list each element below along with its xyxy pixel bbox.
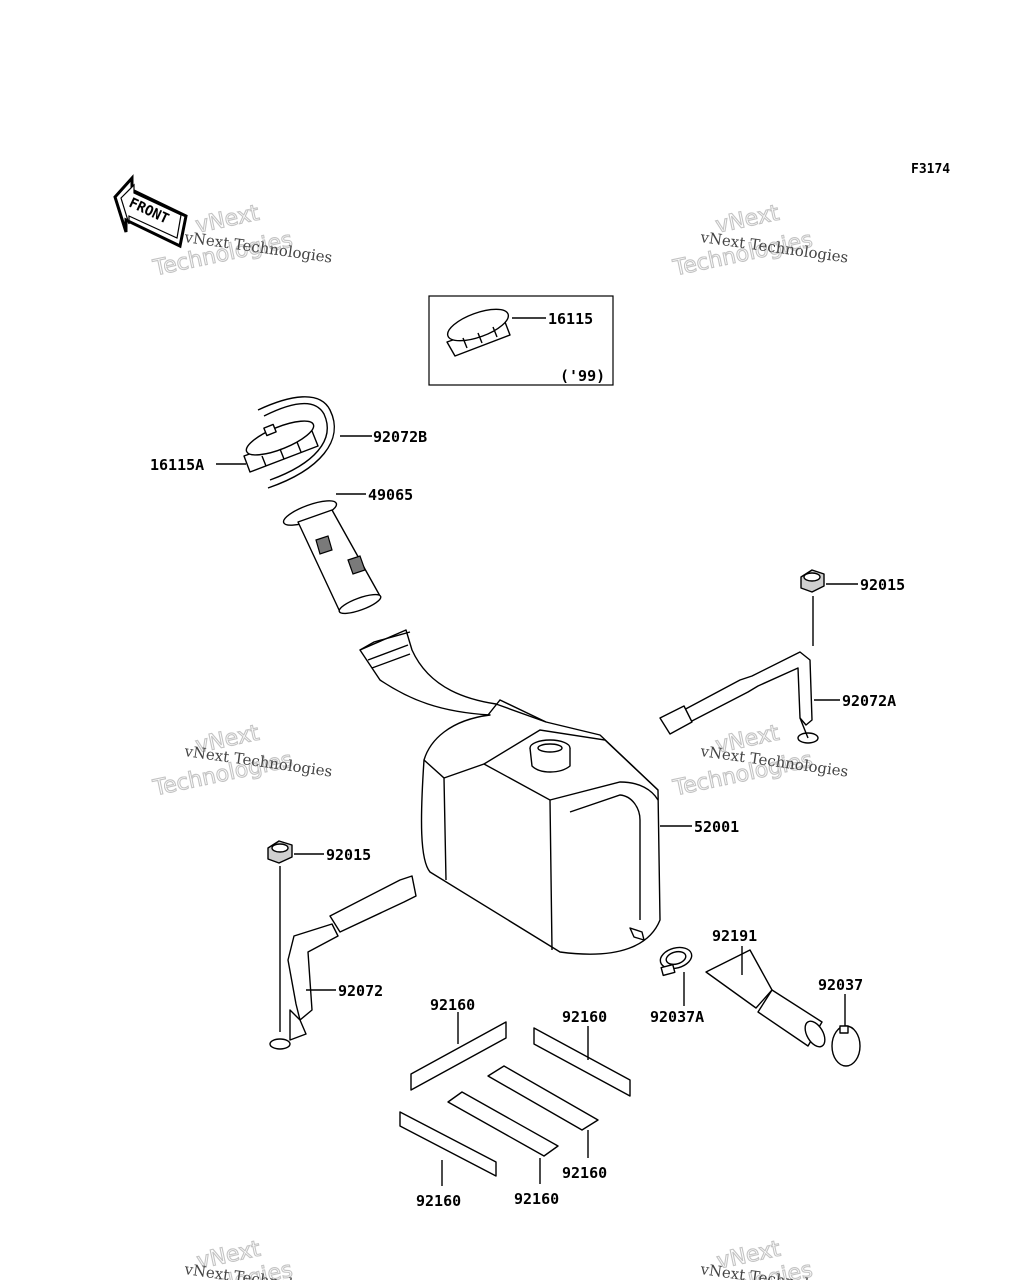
rubber-pad: [533, 1027, 631, 1097]
hose-clamp-small: [659, 946, 693, 977]
part-number-92160-d: 92160: [514, 1190, 559, 1208]
fuel-cap-inset: [446, 308, 511, 357]
inset-box: [428, 295, 614, 386]
nut-right: [800, 569, 825, 593]
rubber-pad: [487, 1065, 599, 1131]
rubber-pad: [447, 1091, 559, 1157]
tank-bracket-left: [269, 875, 417, 1050]
part-number-92037A: 92037A: [650, 1008, 704, 1026]
part-number-92072B: 92072B: [373, 428, 427, 446]
watermark-text: vNext Technologies: [182, 1260, 333, 1280]
part-number-52001: 52001: [694, 818, 739, 836]
part-number-92072A: 92072A: [842, 692, 896, 710]
part-number-92160-b: 92160: [562, 1008, 607, 1026]
cap-tether: [257, 396, 335, 489]
part-number-92160-c: 92160: [562, 1164, 607, 1182]
fuel-cap: [243, 420, 319, 473]
part-number-92015-right: 92015: [860, 576, 905, 594]
part-number-92072: 92072: [338, 982, 383, 1000]
part-number-16115A: 16115A: [150, 456, 204, 474]
part-number-92037: 92037: [818, 976, 863, 994]
part-number-92160-a: 92160: [430, 996, 475, 1014]
part-number-92015-left: 92015: [326, 846, 371, 864]
hose-clip: [831, 1025, 861, 1067]
front-arrow-icon: FRONT: [113, 174, 188, 249]
part-number-92191: 92191: [712, 927, 757, 945]
fuel-hose: [705, 949, 826, 1048]
rubber-pad: [410, 1021, 507, 1091]
fuel-tank: [359, 629, 661, 955]
tank-bracket-right: [659, 651, 819, 744]
figure-id: F3174: [911, 162, 950, 177]
fuel-strainer: [282, 500, 382, 615]
part-number-16115: 16115: [548, 310, 593, 328]
inset-note: ('99): [560, 367, 605, 385]
part-number-92160-e: 92160: [416, 1192, 461, 1210]
nut-left: [267, 840, 293, 864]
part-number-49065: 49065: [368, 486, 413, 504]
rubber-pad: [399, 1111, 497, 1177]
